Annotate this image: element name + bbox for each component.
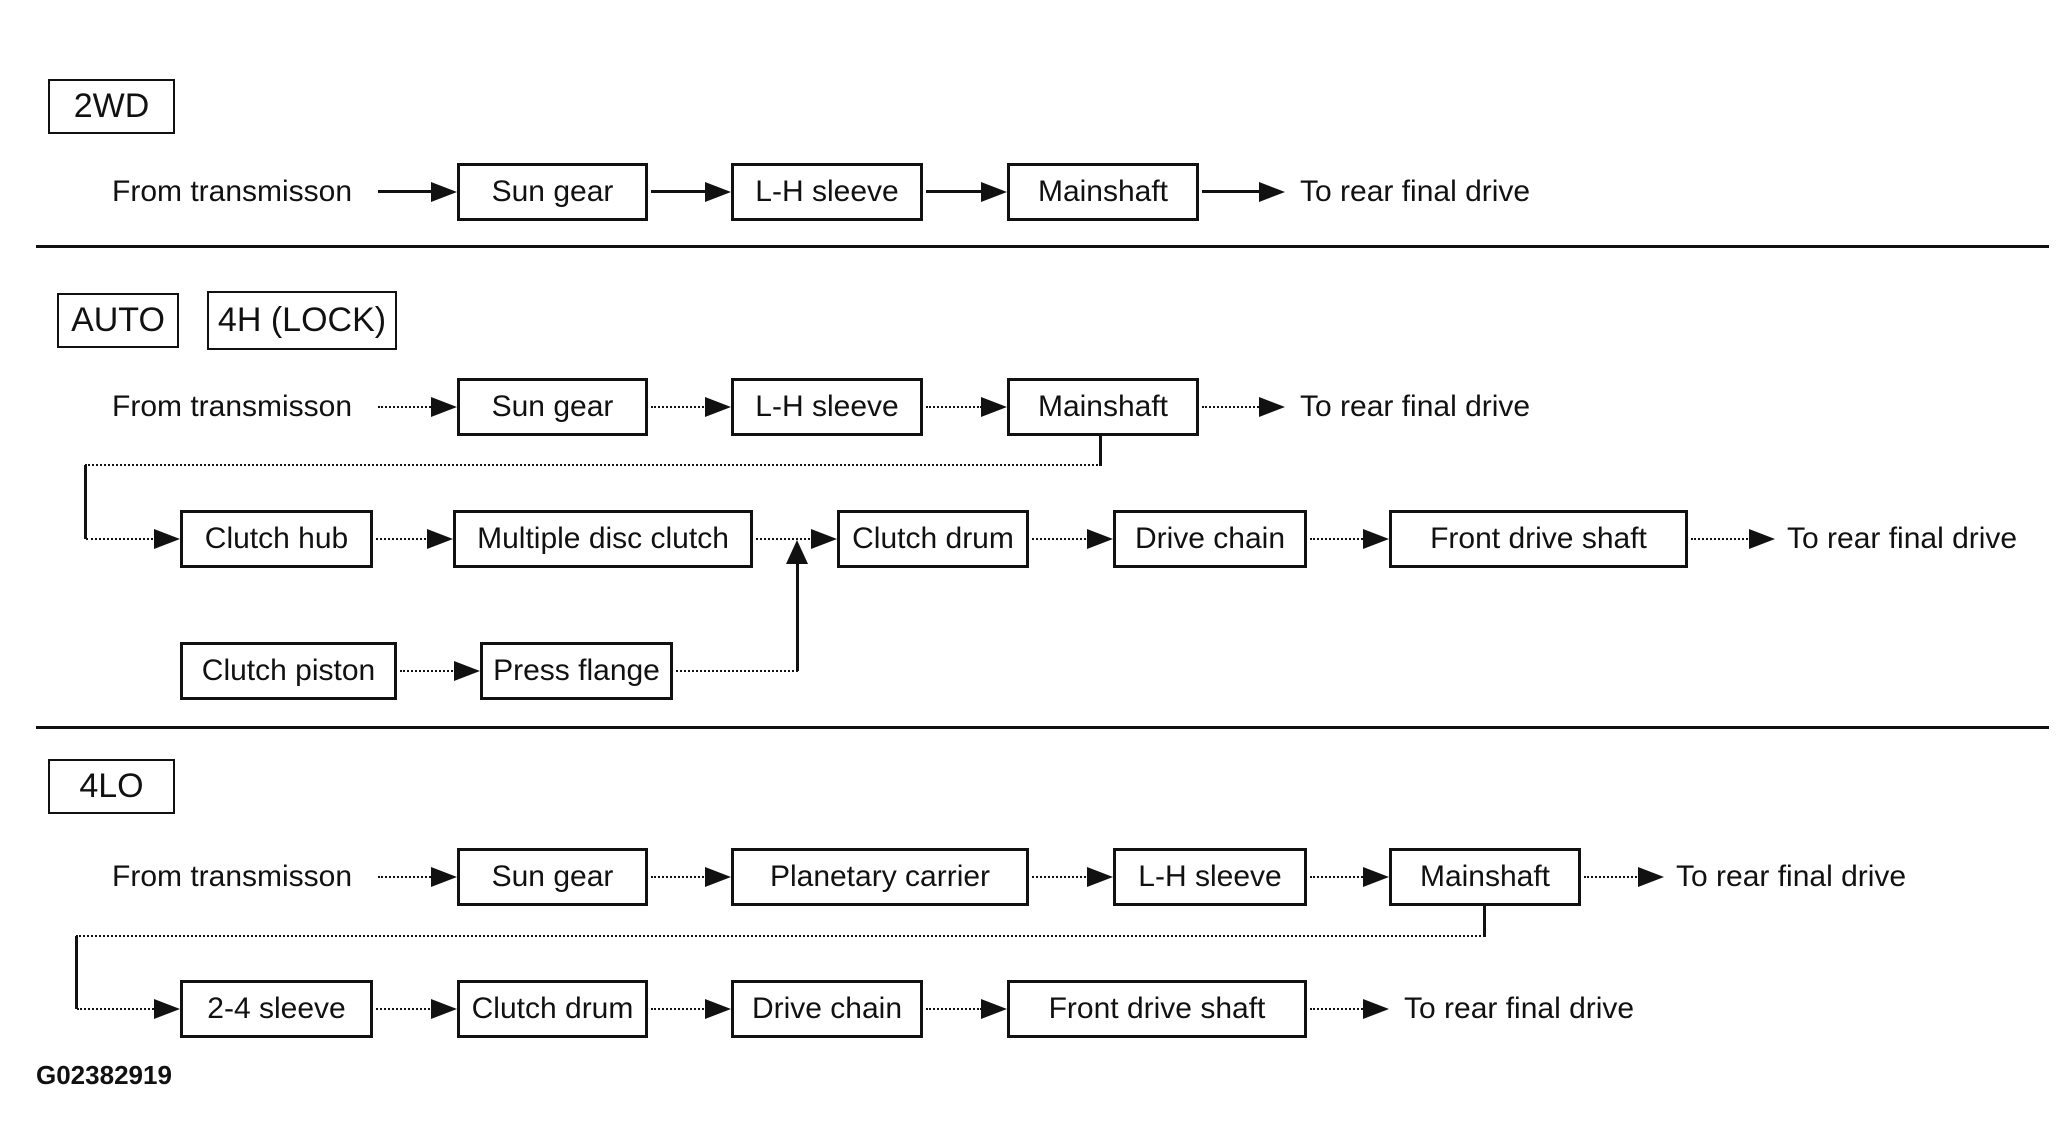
section-label-2wd: 2WD	[48, 79, 175, 134]
connector-line	[84, 465, 87, 539]
arrowhead-right	[427, 529, 453, 549]
arrowhead-right	[1087, 529, 1113, 549]
connector-line	[651, 406, 708, 408]
connector-line	[676, 670, 798, 672]
arrowhead-right	[705, 397, 731, 417]
arrowhead-right	[154, 529, 180, 549]
flow-dest-label: To rear final drive	[1787, 522, 2018, 555]
arrowhead-right	[811, 529, 837, 549]
connector-line	[1483, 906, 1486, 937]
flow-box: Clutch piston	[180, 642, 397, 700]
flow-box: Front drive shaft	[1007, 980, 1307, 1038]
arrowhead-right	[431, 867, 457, 887]
arrowhead-right	[981, 397, 1007, 417]
connector-line	[378, 876, 434, 878]
connector-line	[1310, 1008, 1366, 1010]
arrowhead-right	[454, 661, 480, 681]
connector-line	[86, 538, 157, 540]
connector-line	[1691, 538, 1752, 540]
connector-line	[1032, 876, 1090, 878]
arrowhead-right	[154, 999, 180, 1019]
arrowhead-right	[1087, 867, 1113, 887]
connector-line	[926, 1008, 982, 1010]
figure-id: G02382919	[36, 1060, 172, 1090]
flow-dest-label: To rear final drive	[1676, 860, 1907, 893]
flow-box: L-H sleeve	[1113, 848, 1307, 906]
connector-line	[1202, 190, 1262, 193]
section-divider	[36, 245, 2049, 248]
connector-line	[796, 558, 799, 671]
connector-line	[1099, 436, 1102, 466]
flow-box: Mainshaft	[1007, 163, 1199, 221]
flow-box: Clutch hub	[180, 510, 373, 568]
flow-box: Drive chain	[1113, 510, 1307, 568]
flow-source-label: From transmisson	[112, 860, 353, 893]
arrowhead-right	[981, 182, 1007, 202]
flow-box: Planetary carrier	[731, 848, 1029, 906]
arrowhead-right	[431, 999, 457, 1019]
connector-line	[85, 464, 1101, 466]
arrowhead-right	[981, 999, 1007, 1019]
flow-box: Multiple disc clutch	[453, 510, 753, 568]
flow-box: Mainshaft	[1389, 848, 1581, 906]
connector-line	[1032, 538, 1090, 540]
flow-box: Clutch drum	[837, 510, 1029, 568]
connector-line	[77, 1008, 157, 1010]
flow-box: Sun gear	[457, 848, 648, 906]
flow-box: Drive chain	[731, 980, 923, 1038]
arrowhead-right	[1363, 867, 1389, 887]
arrowhead-right	[431, 397, 457, 417]
flow-box: Sun gear	[457, 163, 648, 221]
connector-line	[651, 190, 708, 193]
arrowhead-right	[1363, 529, 1389, 549]
section-label-auto: AUTO	[57, 293, 179, 348]
section-label-4h-lock: 4H (LOCK)	[207, 291, 397, 350]
connector-line	[651, 876, 708, 878]
connector-line	[376, 538, 430, 540]
connector-line	[378, 190, 434, 193]
flow-box: Sun gear	[457, 378, 648, 436]
connector-line	[1310, 538, 1366, 540]
flow-dest-label: To rear final drive	[1300, 390, 1531, 423]
flow-dest-label: To rear final drive	[1404, 992, 1635, 1025]
flow-source-label: From transmisson	[112, 175, 353, 208]
arrowhead-right	[1749, 529, 1775, 549]
flow-box: 2-4 sleeve	[180, 980, 373, 1038]
connector-line	[926, 190, 982, 193]
arrowhead-right	[705, 999, 731, 1019]
section-label-4lo: 4LO	[48, 759, 175, 814]
arrowhead-right	[431, 182, 457, 202]
flow-box: Clutch drum	[457, 980, 648, 1038]
section-divider	[36, 726, 2049, 729]
arrowhead-right	[705, 182, 731, 202]
arrowhead-right	[705, 867, 731, 887]
arrowhead-up	[786, 540, 808, 564]
connector-line	[1202, 406, 1262, 408]
flow-source-label: From transmisson	[112, 390, 353, 423]
flow-dest-label: To rear final drive	[1300, 175, 1531, 208]
connector-line	[1584, 876, 1641, 878]
flow-box: Press flange	[480, 642, 673, 700]
arrowhead-right	[1259, 397, 1285, 417]
connector-line	[400, 670, 457, 672]
connector-line	[926, 406, 982, 408]
arrowhead-right	[1259, 182, 1285, 202]
connector-line	[75, 936, 78, 1009]
flow-box: Mainshaft	[1007, 378, 1199, 436]
connector-line	[378, 406, 434, 408]
flow-box: L-H sleeve	[731, 163, 923, 221]
connector-line	[756, 538, 814, 540]
arrowhead-right	[1638, 867, 1664, 887]
flow-box: L-H sleeve	[731, 378, 923, 436]
connector-line	[76, 935, 1485, 937]
connector-line	[1310, 876, 1366, 878]
flow-box: Front drive shaft	[1389, 510, 1688, 568]
connector-line	[376, 1008, 434, 1010]
arrowhead-right	[1363, 999, 1389, 1019]
connector-line	[651, 1008, 708, 1010]
